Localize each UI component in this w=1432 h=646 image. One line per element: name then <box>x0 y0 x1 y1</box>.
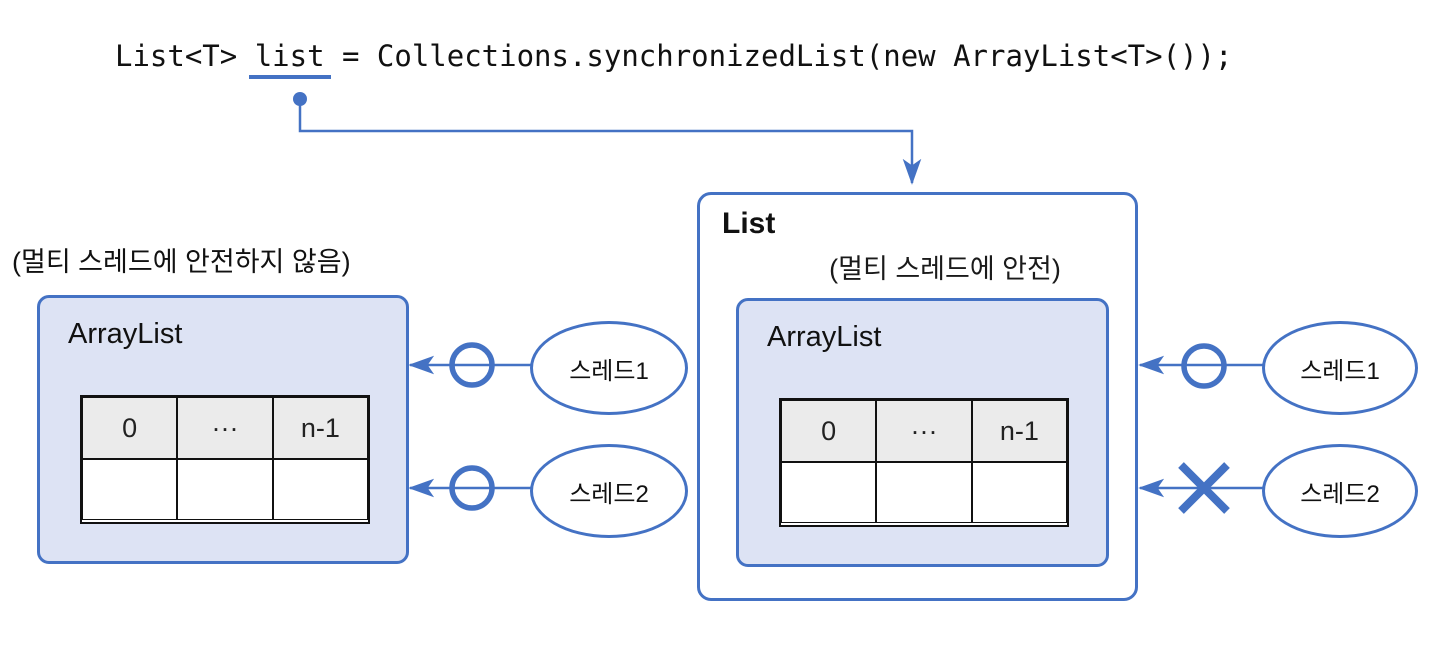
right-thread-arrows <box>1138 343 1264 514</box>
code-prefix: List<T> <box>115 39 255 73</box>
left-thread-arrows <box>408 342 532 511</box>
table-header-cell: 0 <box>781 400 877 462</box>
table-header-cell: ··· <box>177 397 273 459</box>
table-cell <box>177 459 273 520</box>
table-cell <box>272 459 368 520</box>
assignment-arrow <box>298 99 922 185</box>
code-line: List<T> list = Collections.synchronizedL… <box>115 36 1233 79</box>
right-note: (멀티 스레드에 안전) <box>829 254 1061 284</box>
table-header-cell: 0 <box>82 397 178 459</box>
code-variable: list <box>248 39 331 79</box>
table-header-cell: ··· <box>876 400 972 462</box>
left-arraylist-title: ArrayList <box>68 318 183 350</box>
left-arraylist-box: ArrayList 0 ··· n-1 <box>37 295 409 564</box>
table-cell <box>876 462 972 523</box>
right-list-title: List <box>722 207 776 240</box>
table-header-cell: n-1 <box>971 400 1067 462</box>
table-cell <box>781 462 877 523</box>
right-array-table: 0 ··· n-1 <box>779 398 1069 527</box>
left-array-table: 0 ··· n-1 <box>80 395 370 524</box>
right-thread1-allowed-icon <box>1181 343 1227 389</box>
left-note: (멀티 스레드에 안전하지 않음) <box>12 247 351 277</box>
connector-origin-dot <box>293 92 307 106</box>
assignment-connector <box>293 92 922 185</box>
left-thread1-allowed-icon <box>449 342 495 388</box>
code-suffix: = Collections.synchronizedList(new Array… <box>324 39 1233 73</box>
left-thread1-ellipse: 스레드1 <box>530 321 688 415</box>
left-thread2-allowed-icon <box>449 465 495 511</box>
left-thread2-ellipse: 스레드2 <box>530 444 688 538</box>
right-list-box: List (멀티 스레드에 안전) ArrayList 0 ··· n-1 <box>697 192 1138 601</box>
table-cell <box>82 459 178 520</box>
table-header-cell: n-1 <box>272 397 368 459</box>
right-arraylist-title: ArrayList <box>767 321 882 353</box>
table-cell <box>971 462 1067 523</box>
right-arraylist-box: ArrayList 0 ··· n-1 <box>736 298 1109 567</box>
right-thread2-ellipse: 스레드2 <box>1262 444 1418 538</box>
right-thread2-blocked-icon <box>1178 462 1230 514</box>
right-thread1-ellipse: 스레드1 <box>1262 321 1418 415</box>
